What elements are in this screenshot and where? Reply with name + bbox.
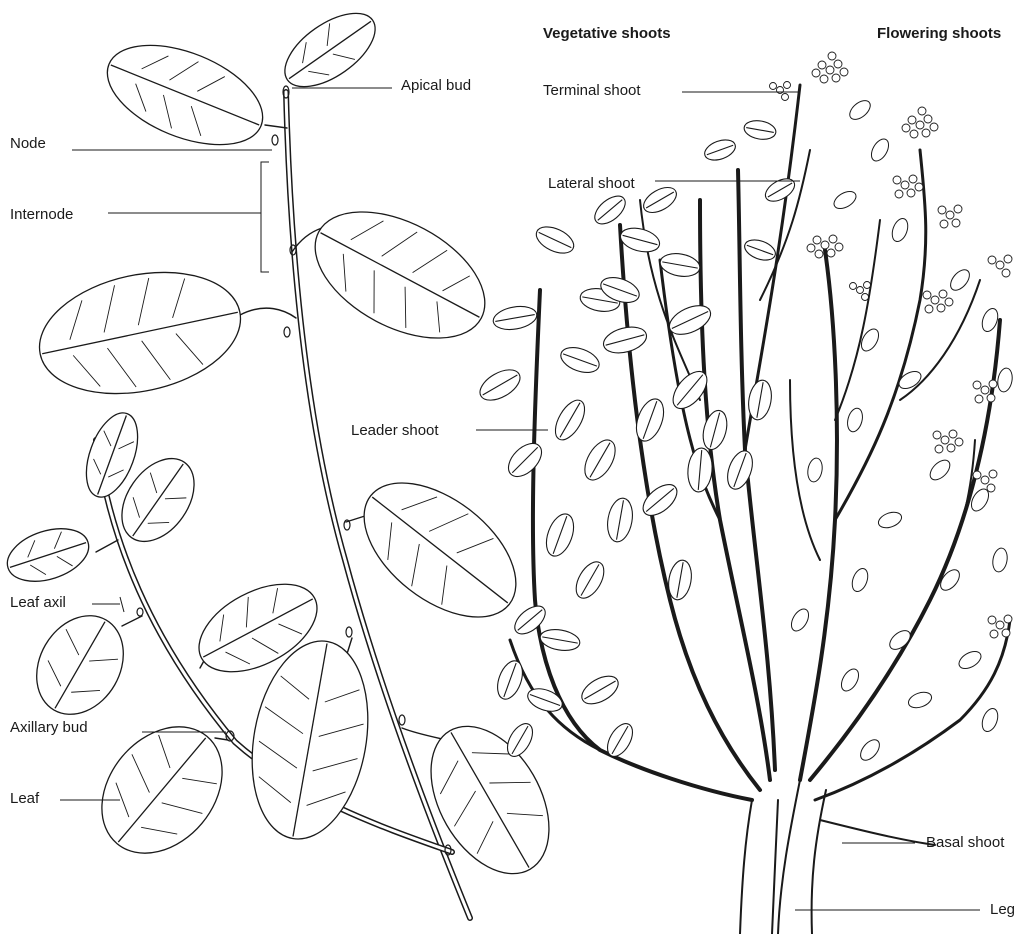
apical-bud-label: Apical bud — [401, 77, 471, 95]
shrub-stems — [510, 85, 1010, 934]
axillary-bud-label: Axillary bud — [10, 719, 88, 737]
flowering-shoots-heading: Flowering shoots — [877, 25, 1001, 43]
basal-shoot-label: Basal shoot — [926, 834, 1004, 852]
leaf-axil-leader — [92, 597, 124, 612]
lateral-shoot-label: Lateral shoot — [548, 175, 635, 193]
internode-label: Internode — [10, 206, 73, 224]
vegetative-shoots-heading: Vegetative shoots — [543, 25, 671, 43]
leaf-label: Leaf — [10, 790, 39, 808]
leg-label: Leg — [990, 901, 1015, 919]
node-label: Node — [10, 135, 46, 153]
terminal-shoot-label: Terminal shoot — [543, 82, 641, 100]
flower-clusters — [770, 52, 1013, 638]
leaf-axil-label: Leaf axil — [10, 594, 66, 612]
internode-bracket — [108, 162, 269, 272]
leader-shoot-label: Leader shoot — [351, 422, 439, 440]
